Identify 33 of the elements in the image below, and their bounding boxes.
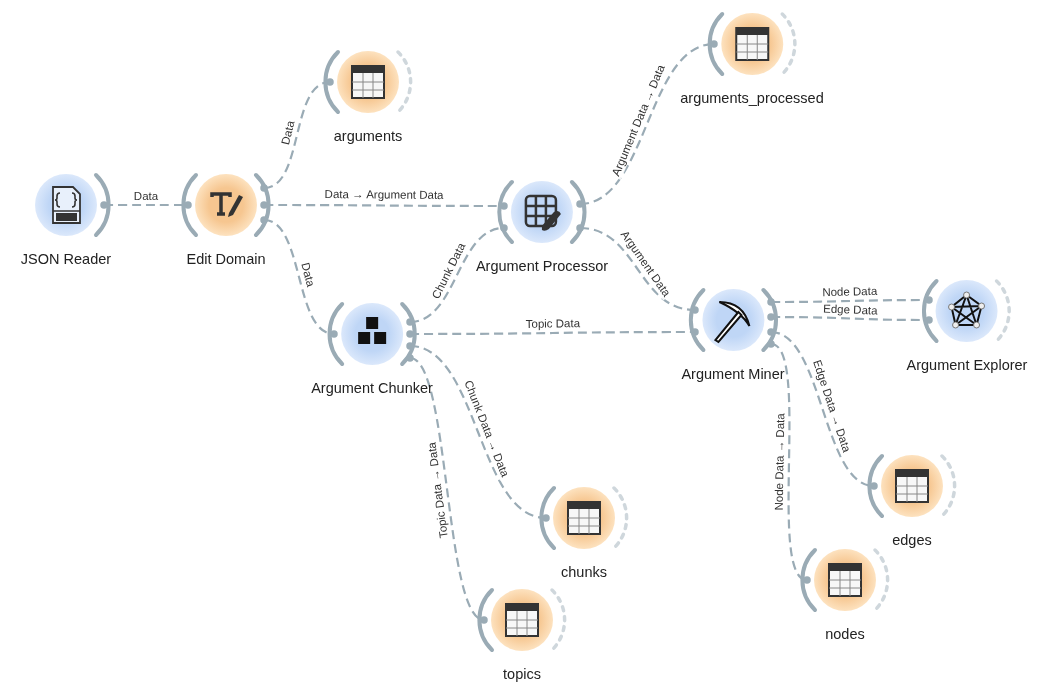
widget-name: Argument Miner	[681, 366, 785, 382]
dashed-connector	[406, 342, 550, 522]
widget-name: Argument Explorer	[906, 357, 1028, 373]
widget-name: nodes	[825, 626, 865, 642]
widget-name: arguments_processed	[680, 90, 824, 106]
dashed-connector	[767, 340, 811, 584]
edge-label: Node Data → Data	[772, 411, 788, 513]
widget-name: Argument Processor	[475, 258, 609, 274]
widget-name: chunks	[561, 564, 607, 580]
widget-name: arguments	[333, 128, 403, 144]
edge-label: Node Data	[820, 284, 880, 300]
dashed-connector	[260, 201, 508, 210]
dashed-connector	[767, 328, 878, 490]
edge-label: Topic Data → Data	[425, 439, 451, 541]
edge-label: Data	[131, 189, 161, 203]
dashed-connector	[100, 201, 192, 209]
widget-name: topics	[503, 666, 541, 682]
widget-name: JSON Reader	[20, 251, 112, 267]
dashed-connector	[406, 224, 508, 326]
dashed-connector	[576, 224, 699, 314]
dashed-connector	[260, 78, 334, 192]
dashed-connector	[406, 328, 699, 338]
dashed-connector	[576, 40, 718, 208]
widget-name: Edit Domain	[186, 251, 266, 267]
widget-name: Argument Chunker	[311, 380, 433, 396]
edge-label: Topic Data	[523, 317, 582, 331]
dashed-connector	[767, 296, 933, 306]
widget-name: edges	[892, 532, 932, 548]
dashed-connector	[260, 216, 338, 338]
edge-label: Data → Argument Data	[322, 187, 446, 202]
dashed-connector	[767, 313, 933, 324]
dashed-connector	[406, 354, 488, 624]
edge-label: Edge Data	[820, 301, 880, 318]
